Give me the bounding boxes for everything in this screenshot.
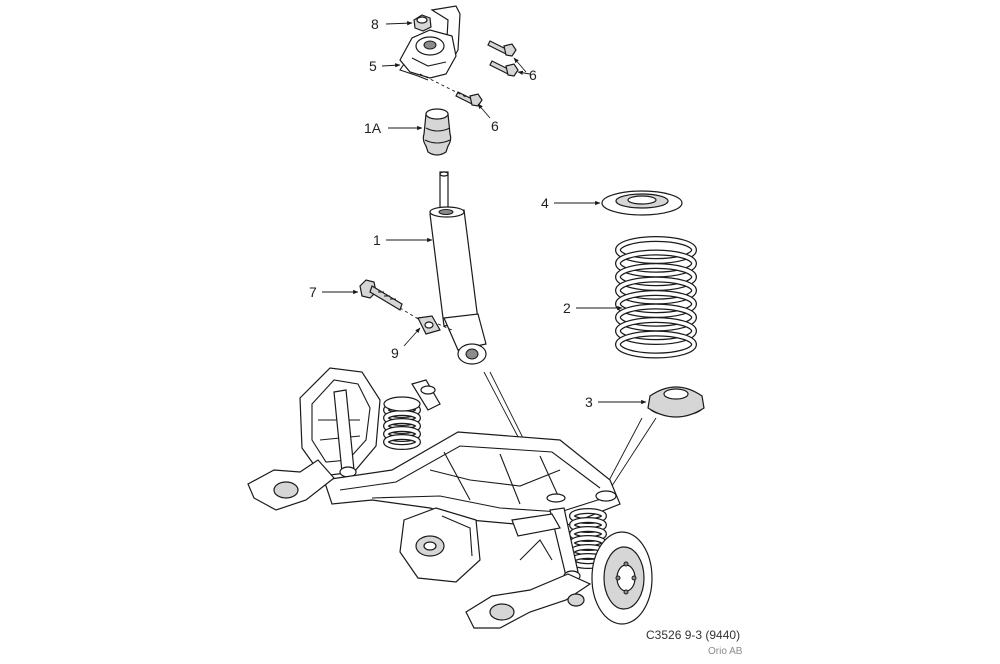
part-2-coil-spring [615, 236, 697, 359]
callout-6-lower: 6 [491, 118, 499, 134]
callout-4: 4 [541, 195, 549, 211]
callout-5: 5 [369, 58, 377, 74]
company-credit: Orio AB [708, 646, 743, 657]
callout-8: 8 [371, 16, 379, 32]
callout-1a: 1A [364, 120, 382, 136]
callout-3: 3 [585, 394, 593, 410]
callout-7: 7 [309, 284, 317, 300]
part-5-upper-mount [399, 5, 461, 81]
part-1a-bump-stop [422, 108, 452, 156]
diagram-code: C3526 9-3 (9440) [646, 628, 741, 642]
leader-lines [322, 21, 647, 405]
callout-labels: 8 5 6 6 1A 4 1 2 7 9 3 [309, 16, 593, 410]
part-4-spring-seat [601, 190, 683, 216]
callout-1: 1 [373, 232, 381, 248]
part-3-lower-seat [647, 386, 705, 418]
part-7-bolt [359, 279, 403, 311]
part-8-nut [413, 14, 432, 32]
part-6-bolts [455, 40, 519, 107]
rear-axle-assembly [247, 367, 653, 629]
part-1-shock-absorber [429, 171, 487, 365]
callout-6-upper: 6 [529, 67, 537, 83]
part-9-washer [417, 315, 441, 335]
callout-9: 9 [391, 345, 399, 361]
callout-2: 2 [563, 300, 571, 316]
